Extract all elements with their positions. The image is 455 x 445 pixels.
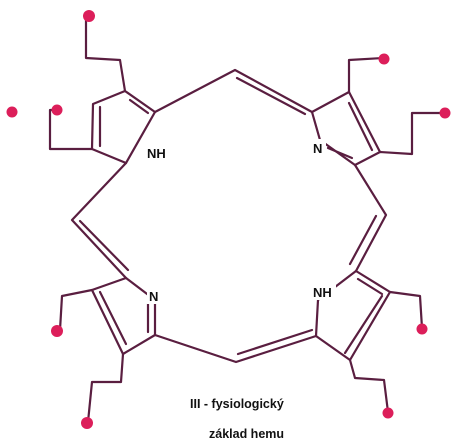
substituent-dot xyxy=(382,407,394,419)
substituent-dots xyxy=(6,10,451,429)
chain-bottom-right-lower xyxy=(348,358,390,414)
substituent-dot xyxy=(51,104,63,116)
ring-top-right xyxy=(310,90,382,167)
atom-label-nh-top-left: NH xyxy=(147,146,166,161)
double-bond-tr-1 xyxy=(347,101,374,152)
chain-bottom-left-lower xyxy=(86,352,125,424)
atom-label-n-bottom-left: N xyxy=(149,289,158,304)
bridge-top xyxy=(153,68,314,114)
substituent-dot xyxy=(416,323,428,335)
substituent-dot xyxy=(439,107,451,119)
double-bond-bl-1 xyxy=(98,290,128,346)
caption-line-2: základ hemu xyxy=(209,427,284,441)
chain-top-left-lower xyxy=(48,108,94,151)
bond-network xyxy=(48,14,446,424)
bridge-right-double xyxy=(348,214,378,266)
chain-bottom-left-upper xyxy=(58,288,94,332)
bridge-bottom-double xyxy=(236,328,314,356)
bridge-bottom xyxy=(153,333,318,364)
atom-label-nh-bottom-right: NH xyxy=(313,285,332,300)
bridge-left-double xyxy=(78,219,130,272)
substituent-dot xyxy=(81,417,93,429)
chain-bottom-right-upper xyxy=(388,290,424,330)
double-bond-tl-2 xyxy=(128,98,150,115)
chain-top-right-upper xyxy=(347,56,385,94)
caption-line-1: III - fysiologický xyxy=(190,397,284,411)
bridge-left xyxy=(70,161,128,280)
substituent-dot xyxy=(378,53,390,65)
substituent-dot xyxy=(6,106,18,118)
ring-bottom-right xyxy=(314,269,392,362)
substituent-dot xyxy=(83,10,95,22)
ring-bottom-left xyxy=(90,276,157,356)
atom-label-n-top-right: N xyxy=(313,141,322,156)
bridge-top-double xyxy=(235,76,307,116)
double-bond-br-2 xyxy=(343,294,384,355)
chain-top-right-lower xyxy=(378,111,446,156)
double-bond-tr-2 xyxy=(326,146,354,160)
chain-top-left-upper xyxy=(84,14,127,93)
bridge-right xyxy=(353,163,388,273)
substituent-dot xyxy=(51,325,63,337)
ring-top-left xyxy=(90,89,157,165)
double-bond-br-1 xyxy=(356,277,384,296)
atom-labels: NH N N NH xyxy=(143,139,336,304)
